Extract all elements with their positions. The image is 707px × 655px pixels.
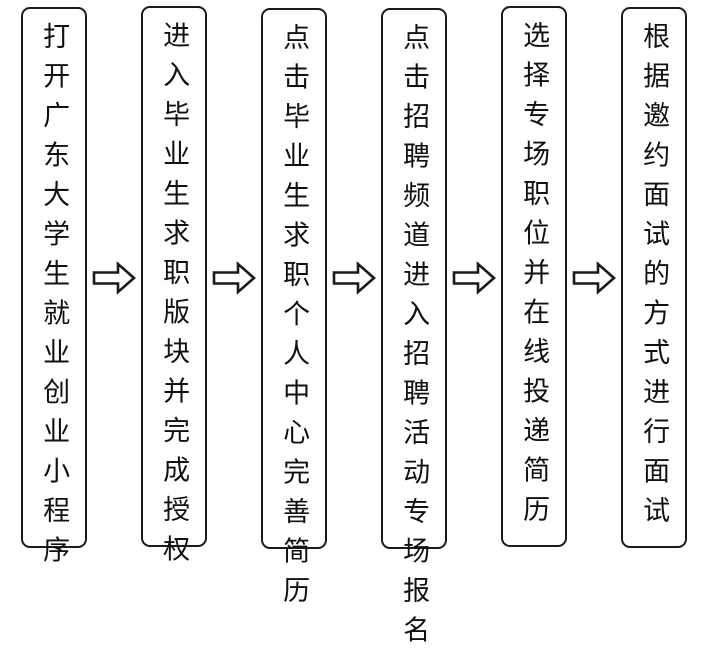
process-step-5-label: 选择专场职位并在线投递简历: [518, 21, 550, 535]
process-flow-diagram: 打开广东大学生就业创业小程序 进入毕业生求职版块并完成授权 点击毕业生求职个人中…: [20, 6, 687, 655]
process-step-4: 点击招聘频道进入招聘活动专场报名: [380, 8, 447, 655]
right-block-arrow-icon: [332, 260, 376, 295]
right-block-arrow-icon: [452, 260, 496, 295]
connector-5: [567, 7, 621, 548]
right-block-arrow-icon: [92, 260, 136, 295]
right-block-arrow-icon: [572, 260, 616, 295]
connector-3: [327, 7, 381, 548]
connector-4: [447, 7, 501, 548]
process-step-1: 打开广东大学生就业创业小程序: [20, 7, 87, 575]
process-step-2-label: 进入毕业生求职版块并完成授权: [158, 21, 190, 574]
process-step-2: 进入毕业生求职版块并完成授权: [140, 6, 207, 574]
right-block-arrow-icon: [212, 260, 256, 295]
connector-2: [207, 7, 261, 548]
process-step-6-label: 根据邀约面试的方式进行面试: [638, 22, 670, 536]
process-step-3: 点击毕业生求职个人中心完善简历: [260, 8, 327, 616]
process-step-1-label: 打开广东大学生就业创业小程序: [38, 22, 70, 575]
process-step-4-label: 点击招聘频道进入招聘活动专场报名: [398, 23, 430, 655]
process-step-3-label: 点击毕业生求职个人中心完善简历: [278, 23, 310, 616]
connector-1: [87, 7, 141, 548]
process-step-6: 根据邀约面试的方式进行面试: [620, 7, 687, 548]
process-step-5: 选择专场职位并在线投递简历: [500, 6, 567, 547]
